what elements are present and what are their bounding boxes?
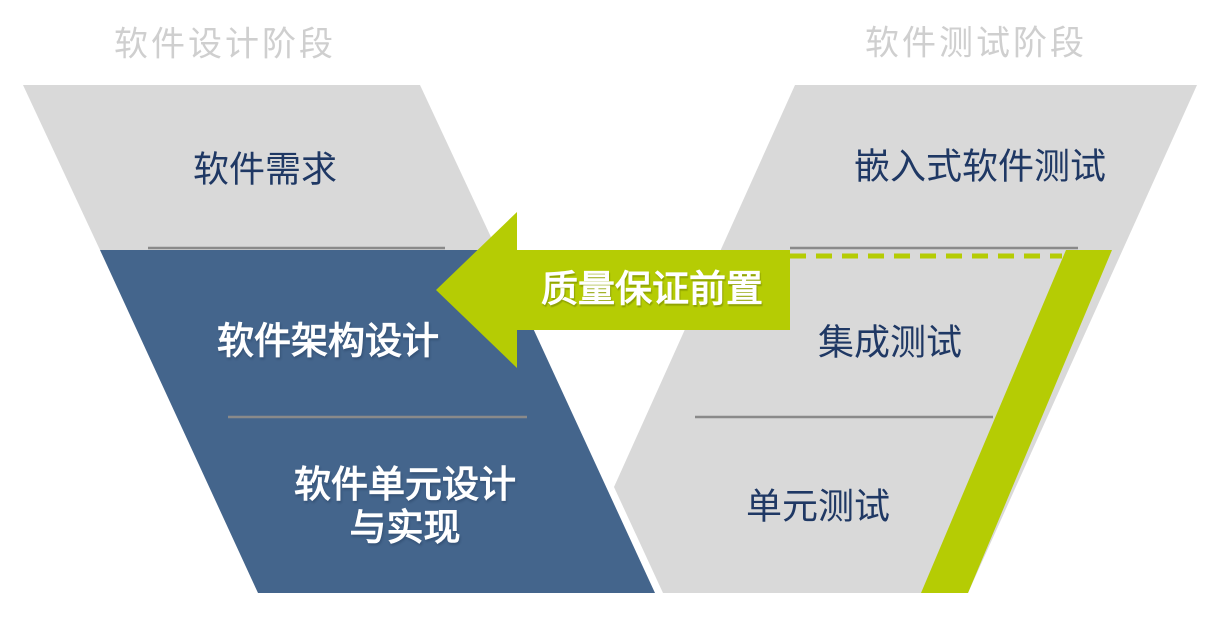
left-arm-requirements-panel	[23, 85, 497, 250]
stage-unit-design-implementation: 软件单元设计 与实现	[294, 463, 516, 549]
stage-software-requirements: 软件需求	[192, 148, 338, 190]
stage-embedded-software-test: 嵌入式软件测试	[853, 145, 1107, 187]
right-arm-test-panel	[614, 85, 1197, 593]
stage-integration-test: 集成测试	[817, 321, 963, 363]
qa-arrow-label: 质量保证前置	[541, 268, 763, 310]
stage-unit-test: 单元测试	[745, 485, 891, 527]
stage-unit-design-line2: 与实现	[349, 507, 461, 548]
qa-shift-left-arrow	[436, 212, 790, 368]
right-arm-green-stripe	[921, 250, 1112, 593]
stage-unit-design-line1: 软件单元设计	[294, 464, 516, 505]
phase-title-design: 软件设计阶段	[114, 25, 336, 64]
phase-title-test: 软件测试阶段	[865, 24, 1087, 63]
stage-architecture-design: 软件架构设计	[217, 320, 439, 362]
